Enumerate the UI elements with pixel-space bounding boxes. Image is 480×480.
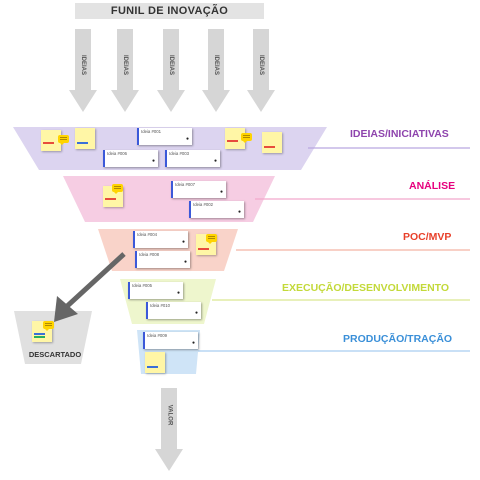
idea-card[interactable]: Ideia #006 ● [103,150,158,167]
idea-card-label: Ideia #007 [175,182,196,187]
idea-card-label: Ideia #004 [137,232,158,237]
comment-icon[interactable] [206,234,217,244]
input-arrow-2 [111,29,139,112]
idea-card[interactable]: Ideia #005 ● [128,282,183,299]
input-arrow-label-2: IDEIAS [122,54,129,76]
output-arrow-label: VALOR [166,404,172,426]
idea-card-label: Ideia #008 [139,252,160,257]
pin-icon: ● [219,189,223,195]
input-arrow-5 [247,29,275,112]
idea-card-label: Ideia #001 [141,129,162,134]
comment-icon[interactable] [241,133,252,143]
idea-card[interactable]: Ideia #004 ● [133,231,188,248]
input-arrow-4 [202,29,230,112]
sticky-tag [198,248,209,250]
idea-card[interactable]: Ideia #010 ● [146,302,201,319]
pin-icon: ● [213,158,217,164]
pin-icon: ● [237,209,241,215]
input-arrow-label-3: IDEIAS [168,54,175,76]
sticky-tag [77,142,88,144]
idea-card[interactable]: Ideia #009 ● [143,332,198,349]
stage-label-ideias: IDEIAS/INICIATIVAS [350,128,449,140]
comment-icon[interactable] [112,184,123,194]
sticky-note[interactable] [145,352,165,373]
stage-label-producao: PRODUÇÃO/TRAÇÃO [343,333,453,345]
sticky-tag [43,142,54,144]
pin-icon: ● [194,310,198,316]
discard-label: DESCARTADO [28,350,82,359]
pin-icon: ● [185,136,189,142]
comment-icon[interactable] [43,321,54,331]
idea-card[interactable]: Ideia #008 ● [135,251,190,268]
pin-icon: ● [176,290,180,296]
sticky-note[interactable] [262,132,282,153]
idea-card[interactable]: Ideia #001 ● [137,128,192,145]
idea-card-label: Ideia #009 [147,333,168,338]
idea-card-label: Ideia #010 [150,303,171,308]
input-arrow-label-4: IDEIAS [213,54,220,76]
sticky-note[interactable] [41,130,61,151]
input-arrow-1 [69,29,97,112]
sticky-tag [34,333,45,335]
sticky-tag [147,366,158,368]
input-arrow-3 [157,29,185,112]
sticky-tag [105,198,116,200]
output-arrow [155,388,183,471]
sticky-tag [227,140,238,142]
sticky-tag [34,336,45,338]
input-arrow-label-1: IDEIAS [80,54,87,76]
stage-label-execucao: EXECUÇÃO/DESENVOLVIMENTO [282,282,450,294]
sticky-note[interactable] [225,128,245,149]
idea-card[interactable]: Ideia #002 ● [189,201,244,218]
funnel-title: FUNIL DE INOVAÇÃO [75,3,264,19]
discard-arrow [54,252,126,322]
stage-label-poc: POC/MVP [403,231,452,243]
sticky-tag [264,146,275,148]
idea-card-label: Ideia #003 [169,151,190,156]
pin-icon: ● [183,259,187,265]
idea-card[interactable]: Ideia #003 ● [165,150,220,167]
input-arrow-label-5: IDEIAS [258,54,265,76]
pin-icon: ● [181,239,185,245]
idea-card-label: Ideia #005 [132,283,153,288]
idea-card-label: Ideia #006 [107,151,128,156]
pin-icon: ● [151,158,155,164]
idea-card[interactable]: Ideia #007 ● [171,181,226,198]
idea-card-label: Ideia #002 [193,202,214,207]
pin-icon: ● [191,340,195,346]
comment-icon[interactable] [58,135,69,145]
sticky-note[interactable] [75,128,95,149]
stage-label-analise: ANÁLISE [409,180,456,192]
